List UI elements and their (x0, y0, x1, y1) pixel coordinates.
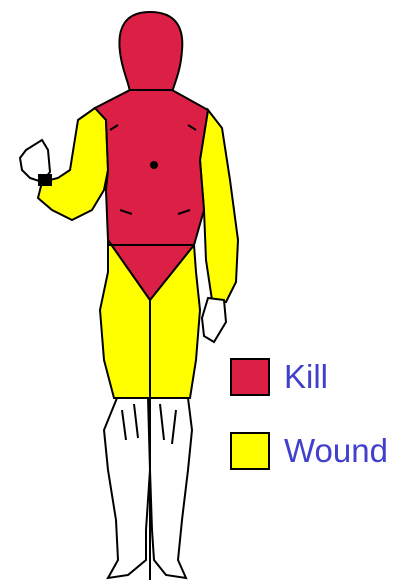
legend-swatch-wound (230, 432, 270, 470)
center-mass-dot (150, 161, 158, 169)
right-hand (202, 298, 226, 342)
head-neck (119, 12, 182, 92)
right-arm (200, 110, 238, 302)
legend-item-kill: Kill (230, 358, 328, 396)
left-leg (104, 398, 150, 578)
legs-zone (104, 398, 192, 578)
legend-swatch-kill (230, 358, 270, 396)
right-leg (150, 398, 192, 578)
legend-item-wound: Wound (230, 432, 388, 470)
legend-label-kill: Kill (284, 358, 328, 396)
left-wristband (38, 174, 52, 186)
legend-label-wound: Wound (284, 432, 388, 470)
